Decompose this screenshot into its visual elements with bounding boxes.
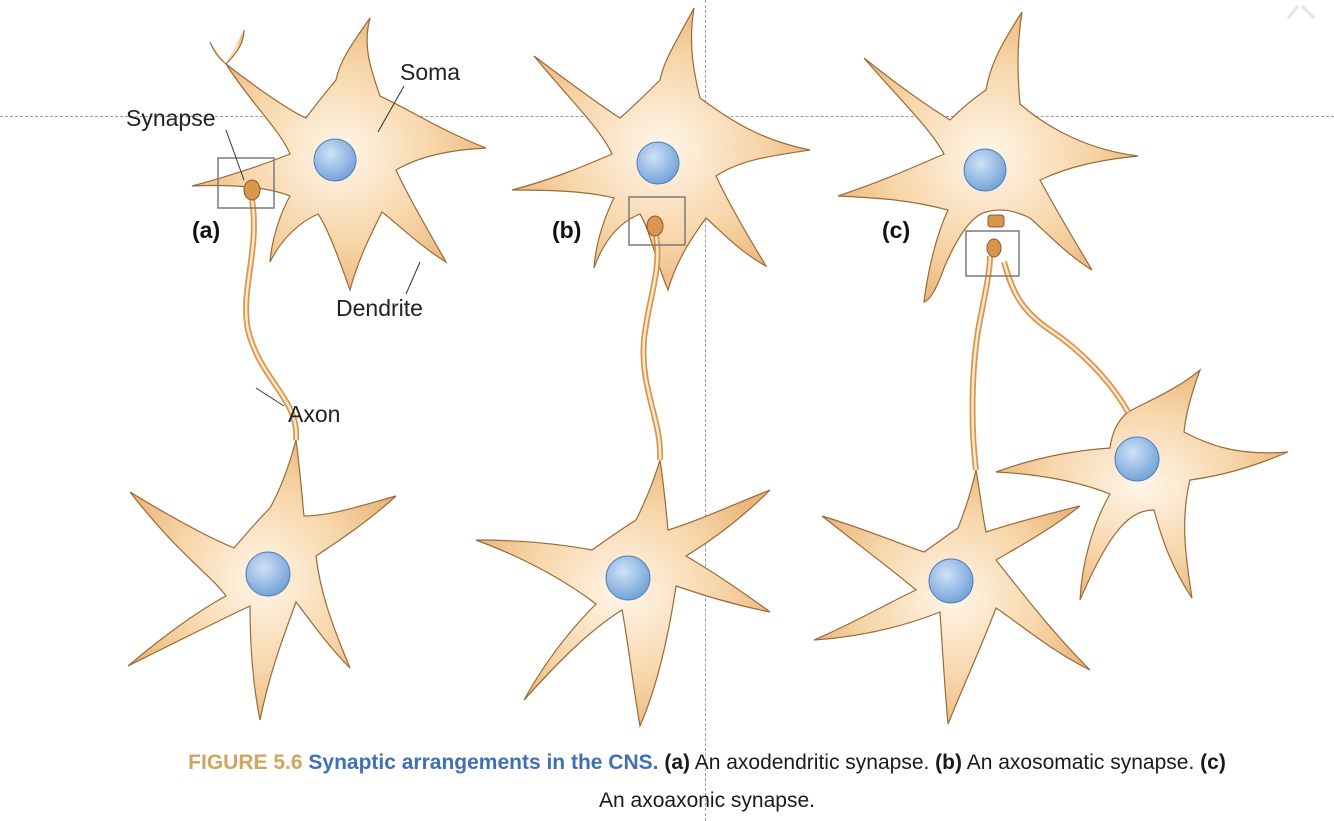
axon-label: Axon <box>288 401 340 427</box>
caption-part-c-letter: (c) <box>1200 751 1226 774</box>
neuron-a-bottom <box>127 439 397 721</box>
caption-figure-number: FIGURE 5.6 <box>188 751 303 774</box>
neuron-a-top <box>191 17 487 293</box>
figure-caption: FIGURE 5.6 Synaptic arrangements in the … <box>100 744 1314 820</box>
neuron-c-top <box>837 11 1139 303</box>
dendrite-label: Dendrite <box>336 295 423 321</box>
axon-c-right <box>1001 261 1131 414</box>
synapse-box-a <box>217 157 275 209</box>
caption-part-b-letter: (b) <box>935 751 962 774</box>
soma-label: Soma <box>400 59 460 85</box>
dendrite-leader-line <box>405 261 421 295</box>
neuron-c-right <box>995 368 1289 601</box>
synapse-label: Synapse <box>126 105 216 131</box>
synapse-leader-line <box>225 129 245 181</box>
axon-leader-line <box>255 387 285 407</box>
guide-line-vertical <box>705 0 706 821</box>
corner-resize-icon[interactable] <box>1286 4 1316 20</box>
caption-part-c-text: An axoaxonic synapse. <box>599 789 815 812</box>
neuron-b-bottom <box>475 459 771 729</box>
caption-part-a-text: An axodendritic synapse. <box>694 751 930 774</box>
caption-title: Synaptic arrangements in the CNS. <box>308 751 659 774</box>
caption-part-a-letter: (a) <box>664 751 690 774</box>
panel-label-c: (c) <box>882 217 910 243</box>
neuron-b-top <box>511 7 811 292</box>
panel-label-b: (b) <box>552 217 581 243</box>
synapse-box-b <box>628 196 686 246</box>
panel-label-a: (a) <box>192 217 220 243</box>
soma-leader-line <box>377 85 405 133</box>
caption-part-b-text: An axosomatic synapse. <box>966 751 1195 774</box>
neuron-c-bottom <box>813 469 1091 725</box>
synapse-box-c <box>965 230 1020 277</box>
